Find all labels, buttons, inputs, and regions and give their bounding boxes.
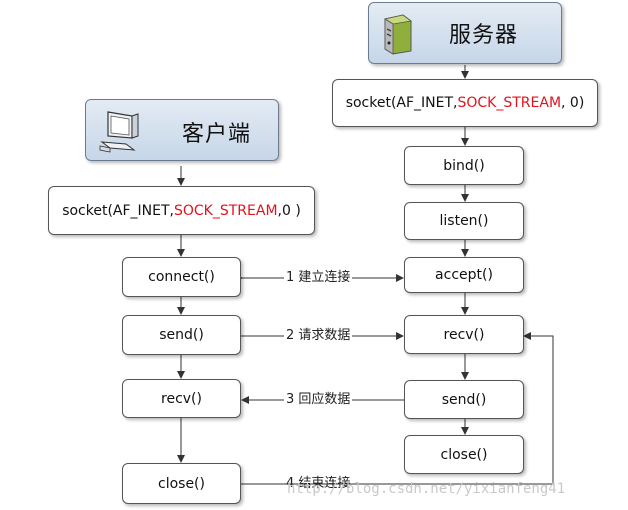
link-4-line xyxy=(241,332,554,485)
server-header: 服务器 xyxy=(368,2,562,64)
server-title: 服务器 xyxy=(449,23,519,48)
client-socket-type: SOCK_STREAM xyxy=(174,202,278,219)
client-send-box: send() xyxy=(122,315,241,355)
desktop-computer-icon xyxy=(99,111,139,153)
server-recv-box: recv() xyxy=(404,315,524,354)
link-1-label: 1 建立连接 xyxy=(284,270,353,286)
client-socket-prefix: socket(AF_INET, xyxy=(62,202,174,219)
server-socket-prefix: socket(AF_INET, xyxy=(345,95,458,111)
server-tower-icon xyxy=(383,14,412,55)
client-connect-box: connect() xyxy=(122,257,241,297)
client-header: 客户端 xyxy=(85,99,279,161)
link-2-label: 2 请求数据 xyxy=(284,328,353,344)
server-bind-box: bind() xyxy=(404,146,524,185)
server-close-box: close() xyxy=(404,435,524,474)
server-socket-box: socket(AF_INET,SOCK_STREAM, 0) xyxy=(332,79,598,127)
client-title: 客户端 xyxy=(182,122,252,147)
client-recv-box: recv() xyxy=(122,379,241,418)
client-socket-suffix: ,0 ) xyxy=(277,202,301,219)
client-socket-box: socket(AF_INET,SOCK_STREAM,0 ) xyxy=(48,186,315,235)
server-listen-box: listen() xyxy=(404,202,524,240)
client-close-box: close() xyxy=(122,463,241,504)
link-4-label: 4 结束连接 xyxy=(286,476,351,491)
server-socket-suffix: , 0) xyxy=(561,95,585,111)
server-send-box: send() xyxy=(404,380,524,419)
link-3-label: 3 回应数据 xyxy=(284,392,353,408)
server-accept-box: accept() xyxy=(404,257,524,293)
watermark-url: http://blog.csdn.net/yixianfeng41 xyxy=(287,481,566,497)
server-socket-type: SOCK_STREAM xyxy=(457,95,562,111)
